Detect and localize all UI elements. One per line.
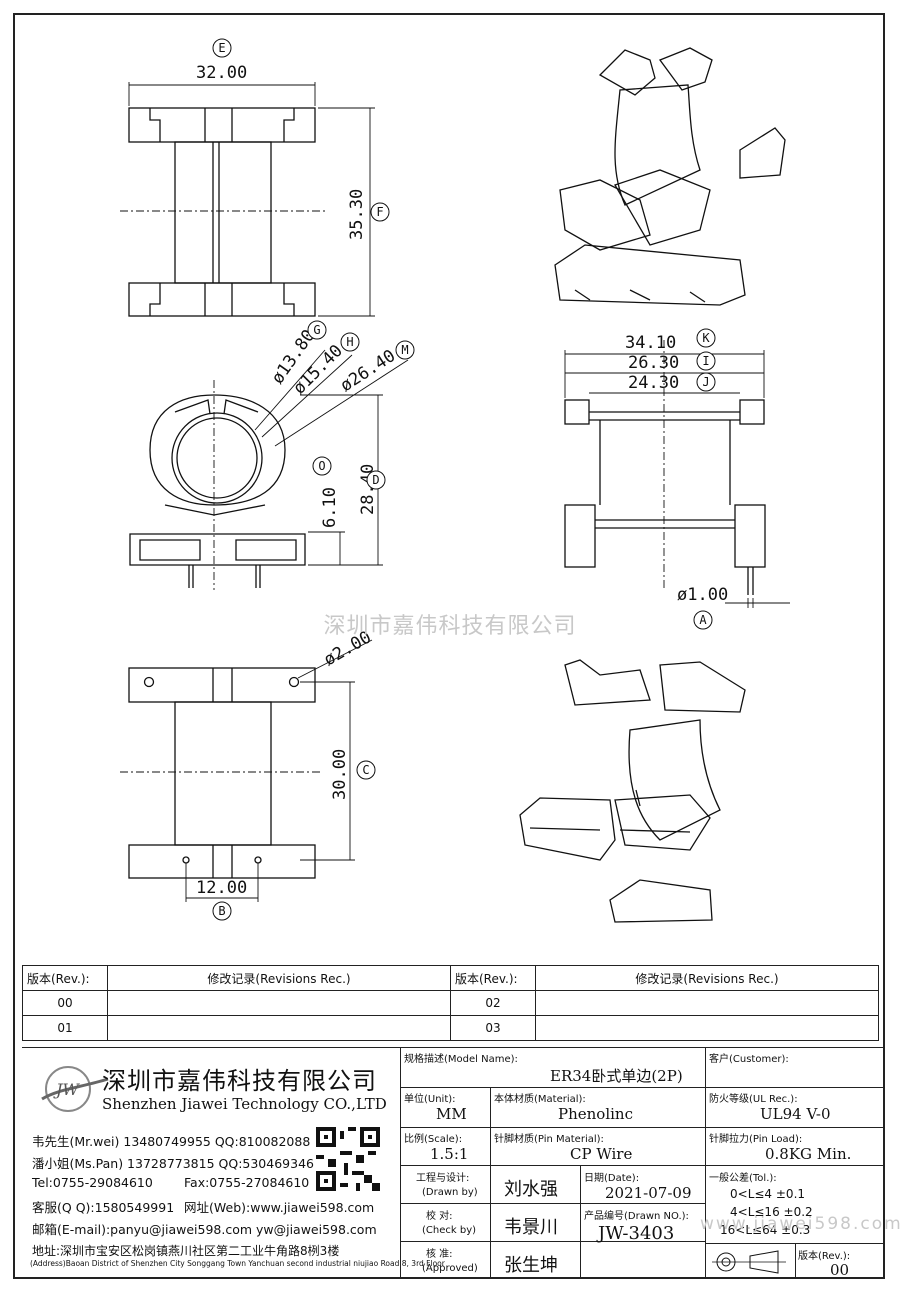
rev-cell: 00 — [22, 990, 108, 1016]
ul-label: 防火等级(UL Rec.): — [709, 1094, 798, 1105]
callout-a: A — [699, 613, 707, 627]
scale-label: 比例(Scale): — [404, 1134, 463, 1145]
spec-grid: 规格描述(Model Name): ER34卧式单边(2P) 客户(Custom… — [400, 1047, 885, 1279]
rev-header-right: 版本(Rev.): — [450, 965, 536, 991]
tol-row-1: 0<L≤4 ±0.1 — [730, 1187, 806, 1201]
check-label: 校 对: — [426, 1211, 453, 1222]
website-watermark: www.jiawei598.com — [700, 1214, 900, 1234]
customer-label: 客户(Customer): — [709, 1054, 789, 1065]
callout-j: J — [702, 375, 709, 389]
watermark: 深圳市嘉伟科技有限公司 — [323, 614, 577, 639]
unit-label: 单位(Unit): — [404, 1094, 456, 1105]
drawn-label: 工程与设计: — [416, 1173, 470, 1184]
pin-material-value: CP Wire — [570, 1145, 633, 1163]
contact-wei: 韦先生(Mr.wei) 13480749955 QQ:810082088 — [32, 1134, 311, 1149]
dimension-labels: 32.00 35.30 ø13.80 ø15.40 ø26.40 6.10 28… — [196, 63, 728, 898]
rev-cell: 03 — [450, 1015, 536, 1041]
scale-value: 1.5:1 — [430, 1145, 469, 1163]
date-value: 2021-07-09 — [605, 1184, 692, 1202]
approve-label: 核 准: — [426, 1249, 453, 1260]
rev-value: 00 — [830, 1261, 850, 1279]
qr-code-icon — [316, 1127, 380, 1191]
projection-symbol-icon — [712, 1250, 786, 1274]
dim-b-value: 12.00 — [196, 878, 247, 898]
pin-load-value: 0.8KG Min. — [765, 1145, 852, 1163]
check-label-en: (Check by) — [422, 1225, 477, 1236]
drawn-no-value: JW-3403 — [598, 1223, 675, 1244]
callout-g: G — [313, 323, 320, 337]
ul-value: UL94 V-0 — [760, 1105, 831, 1123]
drawn-no-label: 产品编号(Drawn NO.): — [584, 1211, 689, 1222]
tel: Tel:0755-29084610 — [32, 1175, 153, 1190]
model-value: ER34卧式单边(2P) — [550, 1067, 683, 1085]
pin-material-label: 针脚材质(Pin Material): — [494, 1134, 604, 1145]
revision-table: 版本(Rev.): 修改记录(Revisions Rec.) 版本(Rev.):… — [22, 965, 879, 1041]
table-row: 00 02 — [22, 990, 879, 1016]
top-view-bobbin — [128, 107, 316, 317]
qq: 客服(Q Q):1580549991 — [32, 1200, 175, 1215]
company-logo: JW — [41, 1066, 109, 1112]
pin-load-label: 针脚拉力(Pin Load): — [709, 1134, 803, 1145]
callout-d: D — [372, 473, 379, 487]
svg-text:JW: JW — [53, 1080, 80, 1099]
drawn-label-en: (Drawn by) — [422, 1187, 478, 1198]
callout-k: K — [702, 331, 710, 345]
technical-drawing: 32.00 35.30 ø13.80 ø15.40 ø26.40 6.10 28… — [120, 38, 790, 923]
callout-f: F — [376, 205, 383, 219]
bottom-view-bobbin — [128, 667, 316, 879]
front-view-bobbin — [129, 394, 306, 588]
title-block: JW 深圳市嘉伟科技有限公司 Shenzhen Jiawei Technolog… — [22, 1047, 885, 1279]
date-label: 日期(Date): — [584, 1173, 640, 1184]
address: 地址:深圳市宝安区松岗镇燕川社区第二工业牛角路8栵3楼 — [32, 1244, 340, 1258]
dim-k-value: 34.10 — [625, 333, 676, 353]
tol-row-2: 4<L≤16 ±0.2 — [730, 1205, 813, 1219]
callout-o: O — [318, 459, 325, 473]
unit-value: MM — [436, 1105, 467, 1123]
dim-e-value: 32.00 — [196, 63, 247, 83]
address-en: (Address)Baoan District of Shenzhen City… — [30, 1259, 445, 1268]
table-row: 01 03 — [22, 1015, 879, 1041]
rev-cell: 02 — [450, 990, 536, 1016]
callout-e: E — [218, 41, 225, 55]
rec-header-left: 修改记录(Revisions Rec.) — [107, 965, 451, 991]
model-label: 规格描述(Model Name): — [404, 1054, 518, 1065]
company-name-cn: 深圳市嘉伟科技有限公司 — [102, 1067, 377, 1095]
fax: Fax:0755-27084610 — [184, 1175, 310, 1190]
dim-a-value: ø1.00 — [677, 585, 728, 605]
company-name-en: Shenzhen Jiawei Technology CO.,LTD — [102, 1095, 387, 1113]
rev-cell: 01 — [22, 1015, 108, 1041]
dim-m-value: ø26.40 — [337, 346, 399, 396]
dim-c-value: 30.00 — [330, 749, 350, 800]
rec-header-right: 修改记录(Revisions Rec.) — [535, 965, 879, 991]
approve-value: 张生坤 — [504, 1255, 558, 1276]
check-value: 韦景川 — [504, 1217, 558, 1238]
isometric-view-bottom — [519, 659, 746, 923]
isometric-view-top — [554, 47, 786, 306]
email: 邮箱(E-mail):panyu@jiawei598.com yw@jiawei… — [32, 1222, 377, 1237]
drawn-value: 刘水强 — [504, 1179, 558, 1200]
company-info: JW 深圳市嘉伟科技有限公司 Shenzhen Jiawei Technolog… — [22, 1047, 445, 1279]
material-value: Phenolinc — [558, 1105, 633, 1123]
callout-m: M — [401, 343, 408, 357]
side-view-bobbin — [564, 399, 766, 595]
material-label: 本体材质(Material): — [494, 1094, 586, 1105]
callout-h: H — [346, 335, 353, 349]
dim-o-value: 6.10 — [320, 487, 340, 528]
rev-label: 版本(Rev.): — [798, 1251, 851, 1262]
callout-b: B — [218, 904, 225, 918]
dim-j-value: 24.30 — [628, 373, 679, 393]
rev-header-left: 版本(Rev.): — [22, 965, 108, 991]
callout-c: C — [362, 763, 369, 777]
drawing-frame — [13, 13, 885, 1279]
tol-label: 一般公差(Tol.): — [709, 1173, 777, 1184]
contact-pan: 潘小姐(Ms.Pan) 13728773815 QQ:530469346 — [32, 1156, 314, 1171]
dim-f-value: 35.30 — [347, 189, 367, 240]
approve-label-en: (Approved) — [422, 1263, 478, 1274]
web: 网址(Web):www.jiawei598.com — [184, 1200, 375, 1215]
callout-i: I — [702, 354, 709, 368]
dim-i-value: 26.30 — [628, 353, 679, 373]
tol-row-3: 16<L≤64 ±0.3 — [720, 1223, 811, 1237]
